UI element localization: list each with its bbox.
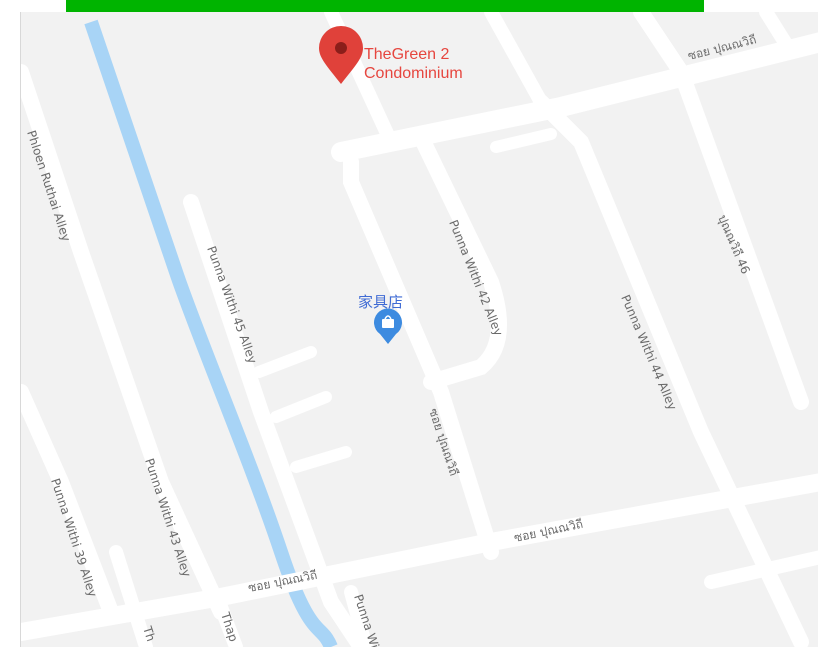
furniture-shop-marker[interactable]: 家具店 — [358, 293, 403, 344]
road-bottom-right — [704, 550, 818, 589]
road-bottom-thap — [214, 600, 243, 647]
map-canvas[interactable]: Phloen Ruthai Alley Punna Withi 43 Alley… — [21, 12, 818, 647]
road-upper-2 — [484, 12, 548, 109]
pin-center-dot — [335, 42, 347, 54]
road-punna-44 — [533, 94, 809, 647]
map-pin-icon[interactable] — [319, 26, 363, 84]
road-network — [21, 12, 818, 647]
label-bottom-th: Th — [140, 624, 158, 643]
condo-place-marker[interactable]: TheGreen 2 Condominium — [319, 26, 463, 84]
road-bottom-th — [109, 545, 153, 647]
road-spur-45-c — [290, 446, 352, 473]
road-soi-bottom — [21, 473, 818, 641]
map-view[interactable]: Phloen Ruthai Alley Punna Withi 43 Alley… — [20, 12, 818, 647]
road-bottom-punna — [344, 585, 373, 647]
bag-body — [382, 319, 394, 328]
road-punna-46 — [633, 12, 809, 410]
canal-waterway — [84, 19, 338, 647]
condo-label-line2[interactable]: Condominium — [364, 65, 463, 82]
road-soi-middle — [343, 154, 499, 560]
road-punna-42 — [413, 129, 507, 390]
road-spur-45-a — [253, 346, 317, 378]
road-spur-45-b — [270, 391, 332, 423]
bag-handle — [384, 315, 392, 320]
road-punna-39 — [21, 384, 119, 620]
road-spur-44 — [490, 128, 557, 153]
condo-label-line1[interactable]: TheGreen 2 — [364, 46, 449, 63]
loading-progress-bar — [66, 0, 704, 12]
road-upper-3 — [759, 12, 798, 59]
road-phloen-ruthai — [21, 64, 229, 620]
shop-label[interactable]: 家具店 — [358, 293, 403, 311]
road-punna-45 — [183, 194, 369, 647]
